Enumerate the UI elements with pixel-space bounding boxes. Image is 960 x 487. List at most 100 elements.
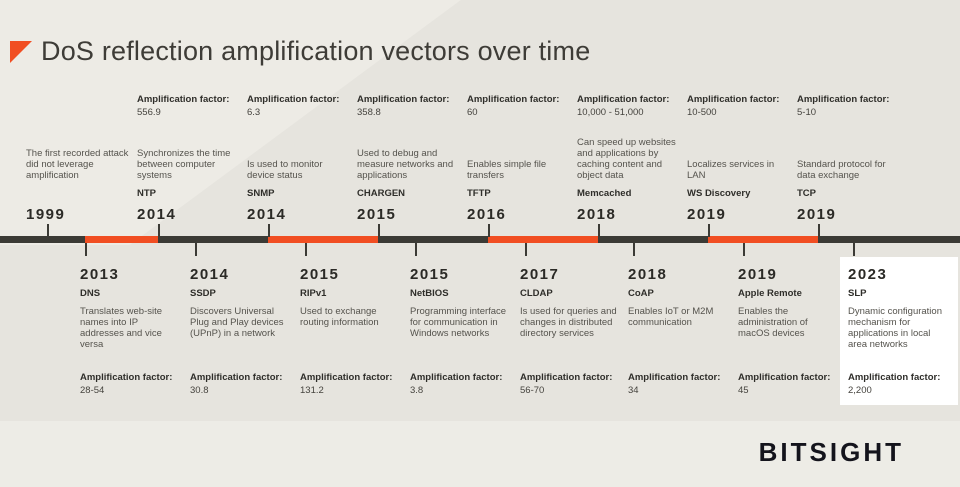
amp-label: Amplification factor: — [628, 372, 721, 383]
entry-description: Enables simple file transfers — [467, 159, 547, 181]
timeline-tick — [85, 243, 87, 256]
timeline-tick — [488, 224, 490, 237]
entry-description: Is used to monitor device status — [247, 159, 323, 181]
entry-description: Discovers Universal Plug and Play device… — [190, 306, 284, 339]
amp-value: 56-70 — [520, 385, 545, 396]
amp-label: Amplification factor: — [247, 94, 340, 105]
entry-description: Localizes services in LAN — [687, 159, 775, 181]
amp-value: 5-10 — [797, 107, 817, 118]
amplification-factor-block: Amplification factor: 56-70 — [520, 372, 622, 398]
timeline-tick — [525, 243, 527, 256]
amplification-factor-block — [26, 94, 130, 126]
amp-label: Amplification factor: — [137, 94, 230, 105]
timeline-tick — [378, 224, 380, 237]
protocol-name: Apple Remote — [738, 288, 802, 299]
amplification-factor-block: Amplification factor: 131.2 — [300, 372, 402, 398]
year-label: 2015 — [357, 206, 397, 223]
amplification-factor-block: Amplification factor: 5-10 — [797, 94, 901, 126]
amp-label: Amplification factor: — [687, 94, 780, 105]
year-label: 2019 — [687, 206, 727, 223]
amp-label: Amplification factor: — [300, 372, 393, 383]
timeline-entry-ntp: Amplification factor: 556.9 Synchronizes… — [137, 94, 241, 223]
amp-value: 6.3 — [247, 107, 261, 118]
amp-value: 60 — [467, 107, 478, 118]
amplification-factor-block: Amplification factor: 60 — [467, 94, 571, 126]
timeline-entry-coap: 2018 CoAP Enables IoT or M2M communicati… — [628, 266, 730, 398]
year-label: 2014 — [137, 206, 177, 223]
amplification-factor-block: Amplification factor: 358.8 — [357, 94, 461, 126]
year-label: 2019 — [738, 266, 778, 283]
timeline-orange-segment — [488, 236, 598, 243]
protocol-name: RIPv1 — [300, 288, 327, 299]
amp-value: 131.2 — [300, 385, 324, 396]
amp-value: 10-500 — [687, 107, 717, 118]
entry-description: Enables IoT or M2M communication — [628, 306, 714, 328]
amplification-factor-block: Amplification factor: 34 — [628, 372, 730, 398]
amp-label: Amplification factor: — [848, 372, 941, 383]
entry-description: Used to debug and measure networks and a… — [357, 148, 454, 181]
timeline-tick — [158, 224, 160, 237]
year-label: 2016 — [467, 206, 507, 223]
year-label: 2019 — [797, 206, 837, 223]
timeline-entry-chargen: Amplification factor: 358.8 Used to debu… — [357, 94, 461, 223]
protocol-name: WS Discovery — [687, 188, 751, 199]
year-label: 2014 — [190, 266, 230, 283]
amplification-factor-block: Amplification factor: 6.3 — [247, 94, 351, 126]
entry-description: Standard protocol for data exchange — [797, 159, 886, 181]
entry-description: Synchronizes the time between computer s… — [137, 148, 231, 181]
timeline-bar — [0, 236, 960, 243]
amp-label: Amplification factor: — [190, 372, 283, 383]
amplification-factor-block: Amplification factor: 2,200 — [848, 372, 948, 398]
timeline-orange-segment — [268, 236, 378, 243]
protocol-name: NetBIOS — [410, 288, 449, 299]
timeline-entry-1999: The first recorded attack did not levera… — [26, 94, 130, 223]
amp-label: Amplification factor: — [357, 94, 450, 105]
entry-description: Is used for queries and changes in distr… — [520, 306, 617, 339]
timeline-orange-segment — [708, 236, 818, 243]
amp-value: 45 — [738, 385, 749, 396]
protocol-name: SLP — [848, 288, 867, 299]
amp-value: 3.8 — [410, 385, 424, 396]
timeline-tick — [415, 243, 417, 256]
footer-band — [0, 421, 960, 487]
amp-value: 34 — [628, 385, 639, 396]
entry-description: The first recorded attack did not levera… — [26, 148, 129, 181]
header: DoS reflection amplification vectors ove… — [10, 36, 590, 67]
timeline-entry-tcp: Amplification factor: 5-10 Standard prot… — [797, 94, 901, 223]
amp-value: 28-54 — [80, 385, 105, 396]
amp-value: 10,000 - 51,000 — [577, 107, 644, 118]
amp-label: Amplification factor: — [738, 372, 831, 383]
protocol-name: SNMP — [247, 188, 275, 199]
timeline-tick — [47, 224, 49, 237]
amp-label: Amplification factor: — [80, 372, 173, 383]
protocol-name: CHARGEN — [357, 188, 406, 199]
amplification-factor-block: Amplification factor: 10-500 — [687, 94, 791, 126]
amp-label: Amplification factor: — [577, 94, 670, 105]
timeline-tick — [268, 224, 270, 237]
amp-label: Amplification factor: — [797, 94, 890, 105]
timeline-entry-ripv1: 2015 RIPv1 Used to exchange routing info… — [300, 266, 402, 398]
entry-description: Used to exchange routing information — [300, 306, 379, 328]
entry-description: Dynamic configuration mechanism for appl… — [848, 306, 942, 350]
year-label: 2018 — [628, 266, 668, 283]
year-label: 2014 — [247, 206, 287, 223]
year-label: 2018 — [577, 206, 617, 223]
protocol-name: TCP — [797, 188, 816, 199]
entry-description: Programming interface for communication … — [410, 306, 507, 339]
timeline-tick — [743, 243, 745, 256]
timeline-tick — [305, 243, 307, 256]
timeline-tick — [633, 243, 635, 256]
timeline-tick — [598, 224, 600, 237]
protocol-name: TFTP — [467, 188, 491, 199]
timeline-tick — [195, 243, 197, 256]
timeline-orange-segment — [85, 236, 158, 243]
amplification-factor-block: Amplification factor: 28-54 — [80, 372, 182, 398]
accent-triangle-icon — [10, 41, 32, 63]
amplification-factor-block: Amplification factor: 3.8 — [410, 372, 512, 398]
amplification-factor-block: Amplification factor: 556.9 — [137, 94, 241, 126]
timeline-entry-snmp: Amplification factor: 6.3 Is used to mon… — [247, 94, 351, 223]
amp-value: 30.8 — [190, 385, 209, 396]
year-label: 2017 — [520, 266, 560, 283]
protocol-name: CoAP — [628, 288, 654, 299]
timeline-entry-netbios: 2015 NetBIOS Programming interface for c… — [410, 266, 512, 398]
